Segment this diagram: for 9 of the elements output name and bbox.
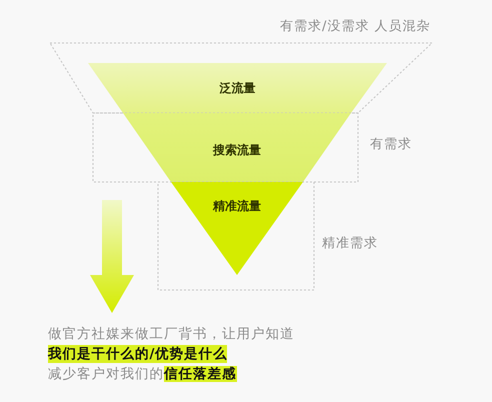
zone-label: 精准需求: [322, 235, 378, 252]
zone-label: 有需求: [370, 136, 412, 153]
band-label: 搜索流量: [212, 142, 262, 159]
band-label: 精准流量: [212, 198, 262, 215]
zone-label: 有需求/没需求 人员混杂: [280, 18, 431, 35]
note-text: 减少客户对我们的信任落差感: [48, 365, 236, 383]
band-label: 泛流量: [218, 80, 256, 97]
highlighted-text: 我们是干什么的/优势是什么: [48, 345, 228, 363]
note-text: 做官方社媒来做工厂背书，让用户知道: [48, 325, 294, 343]
